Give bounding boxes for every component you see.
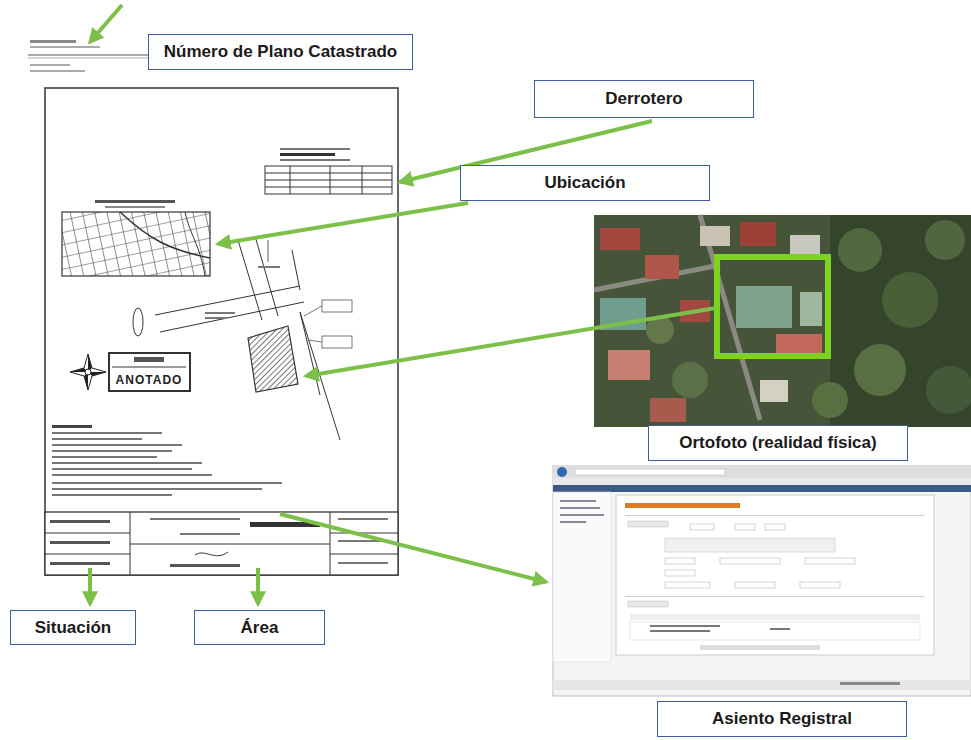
label-text: Asiento Registral (712, 709, 852, 729)
label-text: Número de Plano Catastrado (164, 42, 397, 62)
label-box: Situación (10, 610, 136, 645)
leader-arrows (90, 5, 716, 604)
orthophoto (594, 215, 971, 427)
label-box: Área (194, 610, 325, 645)
label-box: Asiento Registral (657, 701, 907, 737)
label-box: Ortofoto (realidad física) (648, 425, 908, 461)
label-text: Derrotero (605, 89, 682, 109)
label-text: ANOTADO (116, 373, 183, 387)
label-text: Ubicación (544, 173, 625, 193)
stamp-box: ANOTADO (108, 352, 191, 392)
label-text: Área (241, 618, 279, 638)
label-text: Ortofoto (realidad física) (679, 433, 876, 453)
label-box: Derrotero (534, 80, 754, 118)
label-box: Ubicación (460, 165, 710, 201)
label-box: Número de Plano Catastrado (148, 34, 413, 70)
label-text: Situación (35, 618, 112, 638)
registry-screenshot (553, 466, 971, 696)
cadastral-plan (28, 40, 402, 575)
